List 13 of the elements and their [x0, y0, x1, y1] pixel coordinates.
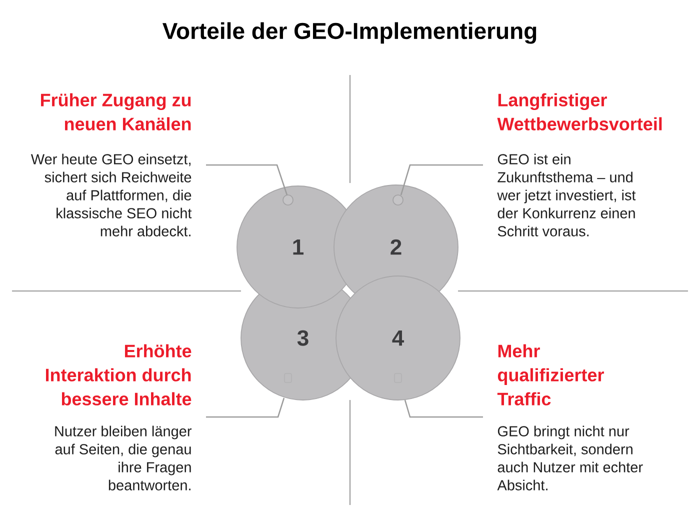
description: GEO ist ein Zukunftsthema – und wer jetzt investiert, ist der Konkurrenz einen Schritt voraus.	[497, 154, 636, 236]
description: Nutzer bleiben länger auf Seiten, die genau ihre Fragen beantworten.	[55, 426, 192, 490]
description: GEO bringt nicht nur Sichtbarkeit, sondern auch Nutzer mit echter Absicht.	[497, 426, 643, 490]
leader-line	[404, 400, 483, 418]
description: Wer heute GEO einsetzt, sichert sich Reichweite auf Plattformen, die klassische SEO nicht mehr abdeckt.	[30, 154, 192, 236]
heading: Langfristiger Wettbewerbsvorteil	[497, 93, 662, 130]
leader-line	[206, 164, 288, 196]
title: Vorteile der GEO-Implementierung	[162, 22, 536, 44]
leader-line	[400, 164, 483, 196]
heading: Erhöhte Interaktion durch bessere Inhalte	[46, 344, 192, 406]
heading: Mehr qualifizierter Traffic	[497, 344, 604, 406]
heading: Früher Zugang zu neuen Kanälen	[41, 93, 191, 130]
leader-line	[206, 398, 285, 418]
